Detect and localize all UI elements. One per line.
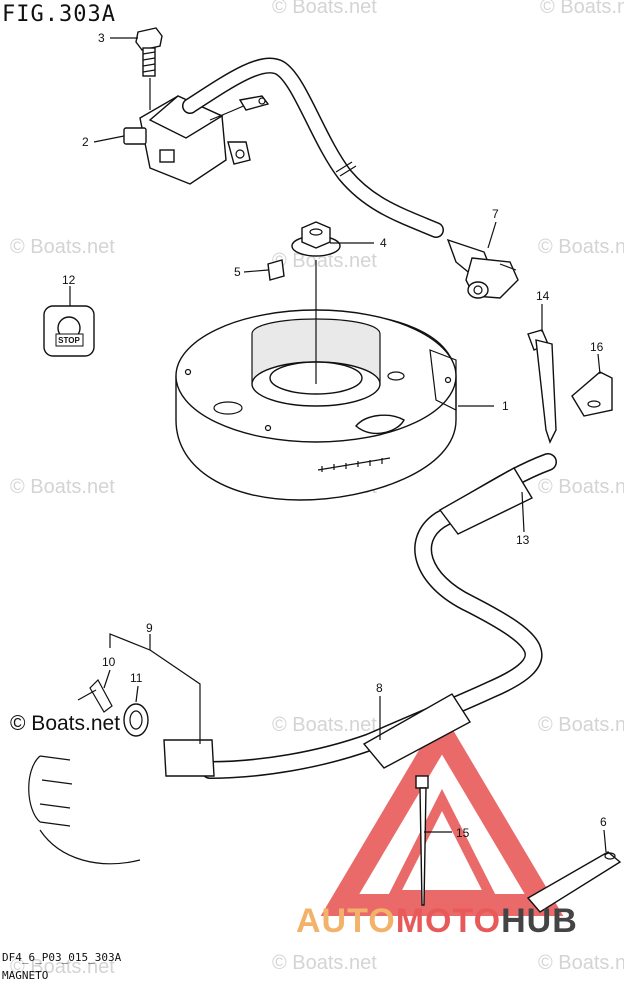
logo-part-hub: HUB — [501, 902, 578, 940]
callout-3: 3 — [98, 31, 105, 45]
watermark: © Boats.net — [538, 714, 624, 736]
callout-leaders — [69, 37, 607, 853]
watermark: © Boats.net — [272, 714, 377, 736]
figure-title: FIG.303A — [2, 2, 116, 27]
watermark: © Boats.net — [10, 236, 115, 258]
clamp-strip — [526, 851, 622, 913]
callout-6: 6 — [600, 815, 607, 829]
logo-part-moto: MOTO — [395, 902, 502, 940]
cord-clamp — [527, 329, 557, 444]
callout-2: 2 — [82, 135, 89, 149]
watermark: © Boats.net — [272, 250, 377, 272]
callout-1: 1 — [502, 399, 509, 413]
woodruff-key — [267, 259, 285, 281]
logo-part-auto: AUTO — [296, 902, 396, 940]
bolt-part — [135, 27, 163, 77]
callout-5: 5 — [234, 265, 241, 279]
watermark: © Boats.net — [538, 236, 624, 258]
watermark: © Boats.net — [538, 476, 624, 498]
stop-plate: STOP — [43, 305, 95, 357]
callout-16: 16 — [590, 340, 604, 354]
cord-bracket — [571, 371, 613, 417]
watermark: © Boats.net — [540, 0, 624, 18]
cable-tie — [415, 775, 429, 906]
watermark: © Boats.net — [10, 476, 115, 498]
callout-9: 9 — [146, 621, 153, 635]
callout-10: 10 — [102, 655, 116, 669]
ignition-coil — [123, 78, 270, 185]
watermark: © Boats.net — [272, 0, 377, 18]
stop-label: STOP — [58, 336, 80, 345]
callout-13: 13 — [516, 533, 530, 547]
figure-code: DF4_6_P03_015_303A — [2, 951, 122, 964]
flywheel-nut — [291, 221, 341, 257]
watermark: © Boats.net — [10, 956, 115, 978]
spark-plug-cap — [446, 238, 519, 299]
callout-11: 11 — [130, 671, 143, 685]
high-tension-cord — [182, 57, 444, 238]
callout-7: 7 — [492, 207, 499, 221]
callout-numbers: 1 2 3 4 5 6 7 8 9 10 11 12 13 14 15 16 — [62, 31, 607, 840]
stop-switch-assembly — [28, 679, 215, 865]
watermark: © Boats.net — [272, 952, 377, 974]
callout-8: 8 — [376, 681, 383, 695]
automotohub-logo: AUTOMOTOHUB — [296, 902, 578, 941]
callout-14: 14 — [536, 289, 550, 303]
callout-15: 15 — [456, 826, 470, 840]
watermark: © Boats.net — [538, 952, 624, 974]
logo-triangle — [320, 711, 564, 916]
flywheel — [175, 260, 457, 501]
watermark-dark: © Boats.net — [10, 712, 121, 735]
callout-12: 12 — [62, 273, 76, 287]
stop-switch-lead — [201, 453, 557, 779]
callout-4: 4 — [380, 236, 387, 250]
figure-caption: MAGNETO — [2, 969, 49, 982]
